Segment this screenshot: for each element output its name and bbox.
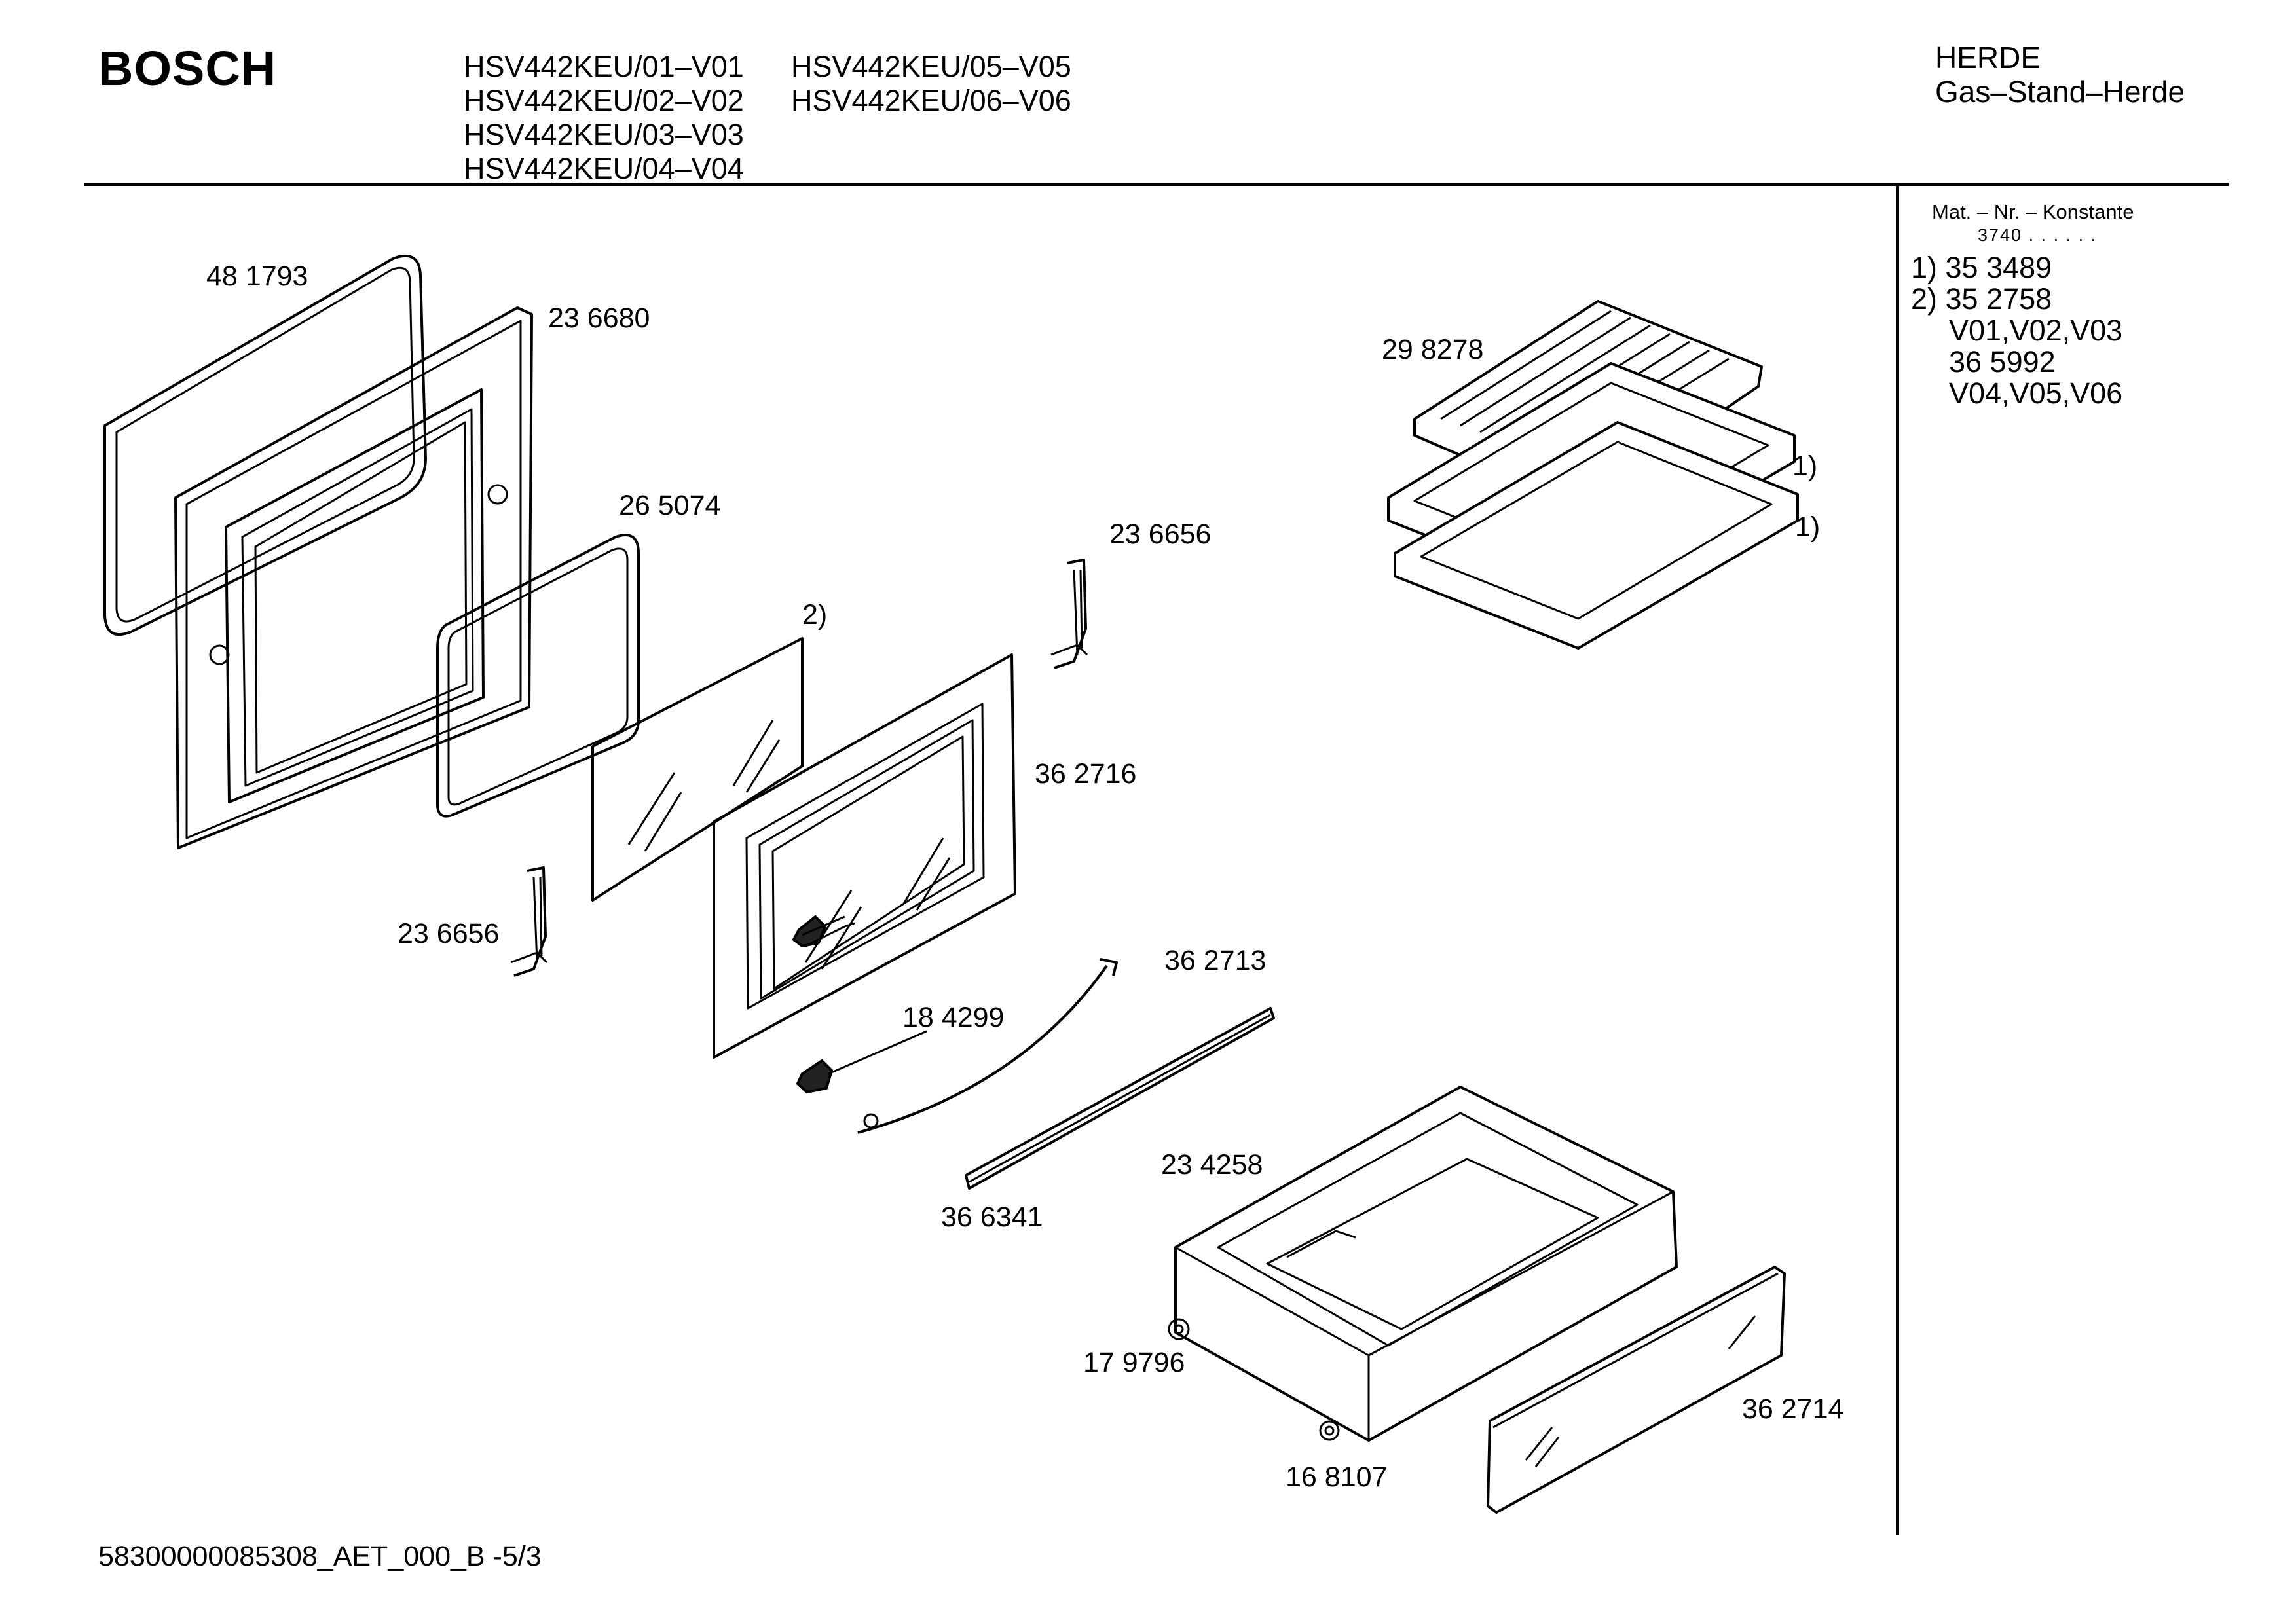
part-label-234258: 23 4258 <box>1161 1149 1263 1181</box>
door-handle-part <box>857 958 1118 1134</box>
part-label-481793: 48 1793 <box>206 261 308 292</box>
model-code: HSV442KEU/01–V01 <box>464 50 744 83</box>
part-label-298278: 29 8278 <box>1382 334 1484 365</box>
model-code: HSV442KEU/03–V03 <box>464 118 744 151</box>
part-label-179796: 17 9796 <box>1083 1347 1185 1378</box>
inner-door-panel-part <box>174 306 533 849</box>
part-label-366341: 36 6341 <box>941 1201 1043 1233</box>
model-code: HSV442KEU/06–V06 <box>791 84 1071 117</box>
note-label-2: 2) <box>802 599 828 631</box>
model-code: HSV442KEU/05–V05 <box>791 50 1071 83</box>
side-panel-divider <box>1896 183 1899 1535</box>
handle-clip-part <box>796 1030 927 1093</box>
part-label-184299: 18 4299 <box>902 1002 1005 1033</box>
baking-tray-part <box>1394 421 1799 650</box>
part-label-265074: 26 5074 <box>619 490 721 521</box>
part-label-362716: 36 2716 <box>1035 758 1137 790</box>
mat-nr-line: 1) 35 3489 <box>1911 251 2052 284</box>
model-code: HSV442KEU/02–V02 <box>464 84 744 117</box>
header-divider <box>84 183 2229 186</box>
part-label-236680: 23 6680 <box>548 302 650 334</box>
category-subtitle: Gas–Stand–Herde <box>1935 75 2185 109</box>
mat-nr-line: 2) 35 2758 <box>1911 282 2052 316</box>
drawer-front-panel-part <box>1487 1266 1786 1514</box>
mat-nr-line: V04,V05,V06 <box>1949 376 2123 410</box>
trim-strip-part <box>965 1007 1275 1190</box>
inner-glass-part <box>436 534 640 818</box>
part-label-168107: 16 8107 <box>1286 1461 1388 1493</box>
part-label-236656-lower: 23 6656 <box>398 918 500 949</box>
handle-clip-part <box>792 915 855 947</box>
mat-nr-line: V01,V02,V03 <box>1949 314 2123 347</box>
category-title: HERDE <box>1935 41 2041 75</box>
model-list-col1: HSV442KEU/01–V01 HSV442KEU/02–V02 HSV442… <box>464 50 744 186</box>
part-label-362714: 36 2714 <box>1742 1393 1844 1425</box>
storage-drawer-part <box>1168 1086 1678 1442</box>
mat-nr-title: Mat. – Nr. – Konstante <box>1932 200 2134 223</box>
model-code: HSV442KEU/04–V04 <box>464 152 744 185</box>
middle-glass-part <box>591 637 804 902</box>
door-gasket-part <box>103 255 427 636</box>
brand-logo: BOSCH <box>98 41 277 96</box>
note-label-1-lower: 1) <box>1795 511 1821 543</box>
mat-nr-list: 1) 35 3489 2) 35 2758 V01,V02,V03 36 599… <box>1911 252 2122 409</box>
outer-door-part <box>713 653 1016 1059</box>
model-list-col2: HSV442KEU/05–V05 HSV442KEU/06–V06 <box>791 50 1071 118</box>
note-label-1-upper: 1) <box>1792 450 1818 482</box>
mat-nr-line: 36 5992 <box>1949 345 2056 378</box>
hinge-lower-part <box>510 866 548 977</box>
part-label-362713: 36 2713 <box>1164 945 1267 976</box>
document-code: 58300000085308_AET_000_B -5/3 <box>98 1541 542 1572</box>
mat-nr-constant: 3740 . . . . . . <box>1978 225 2098 245</box>
part-label-236656-upper: 23 6656 <box>1109 519 1212 550</box>
category-block: HERDE Gas–Stand–Herde <box>1935 41 2185 109</box>
hinge-upper-part <box>1050 559 1088 669</box>
